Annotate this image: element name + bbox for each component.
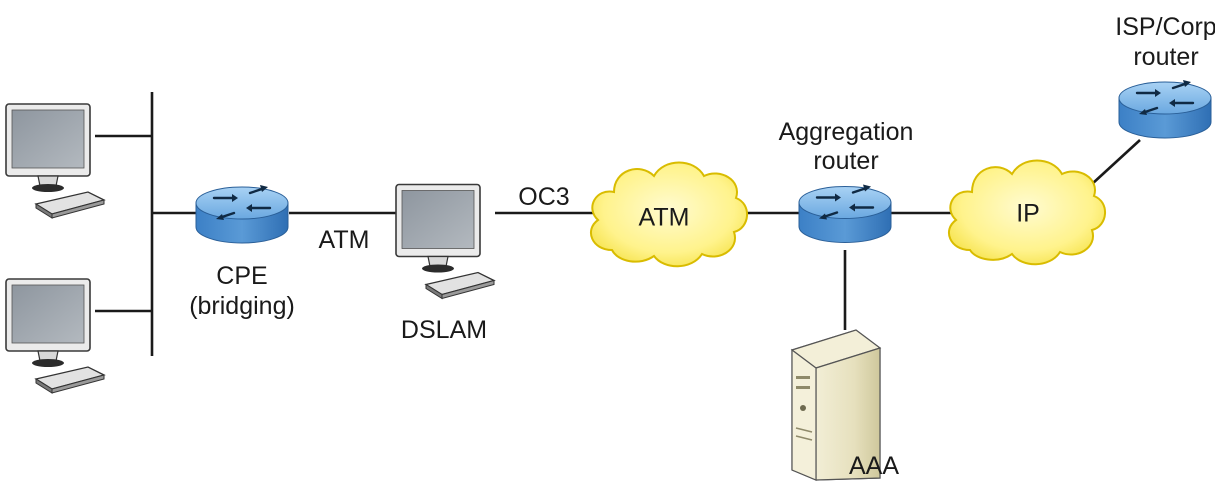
ip-cloud-label: IP [1016, 199, 1040, 228]
dslam-label: DSLAM [400, 316, 488, 344]
aggregation-router-label-line1: Aggregation [778, 118, 914, 146]
atm-cloud-label: ATM [638, 203, 690, 232]
atm-cloud-icon [590, 161, 748, 268]
aggregation-router-icon [797, 183, 893, 244]
isp-router-label-line1: ISP/Corp [1115, 13, 1215, 41]
dslam-icon [395, 183, 495, 300]
cpe-router-icon [194, 183, 290, 245]
aaa-server-icon [790, 329, 882, 481]
pc-top-icon [5, 103, 105, 219]
link-oc3-label: OC3 [518, 183, 570, 211]
pc-bottom-icon [5, 278, 105, 394]
isp-router-label-line2: router [1133, 43, 1199, 71]
aggregation-router-label-line2: router [813, 147, 879, 175]
ip-cloud-icon [948, 159, 1106, 266]
link-atm-label: ATM [318, 226, 370, 254]
aaa-server-label: AAA [848, 452, 900, 480]
cpe-router-label-line2: (bridging) [189, 292, 295, 320]
isp-router-icon [1117, 78, 1213, 140]
cpe-router-label-line1: CPE [216, 262, 268, 290]
connection-lines [95, 92, 1141, 356]
